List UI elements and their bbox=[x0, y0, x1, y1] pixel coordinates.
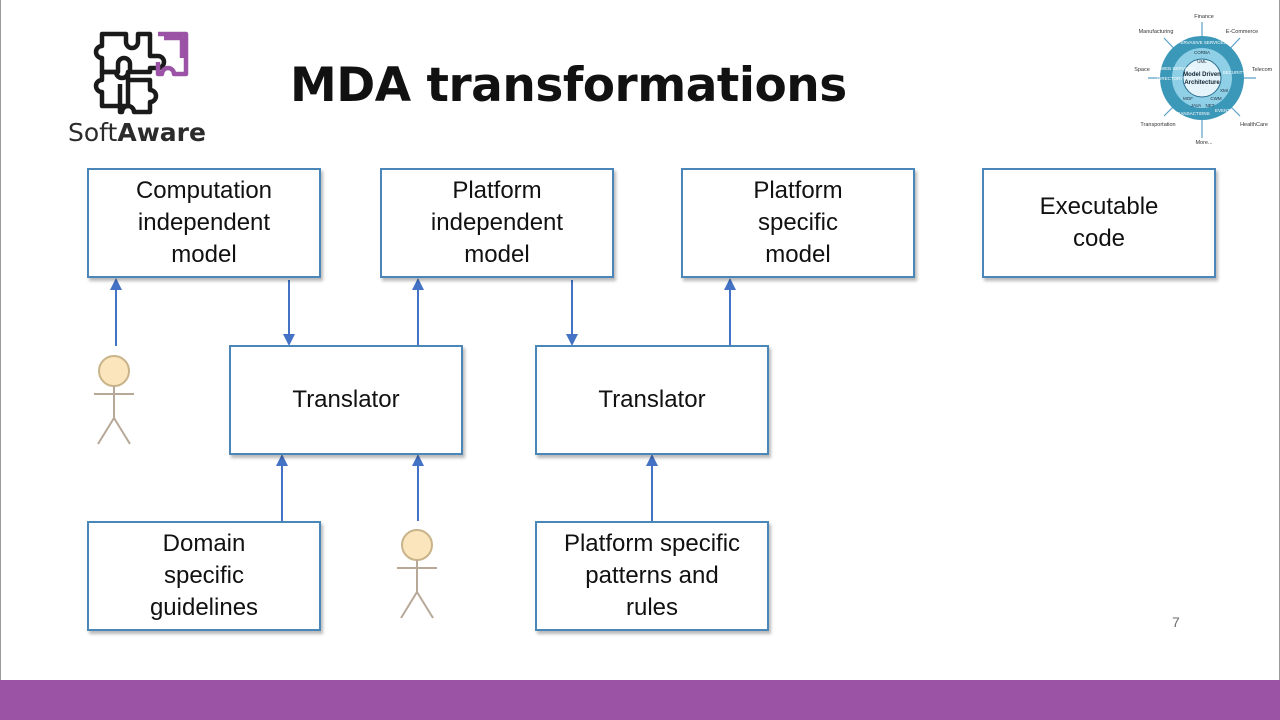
industry-label-1: Finance bbox=[1194, 14, 1214, 20]
badge-core bbox=[1182, 58, 1222, 98]
softaware-logo-icon bbox=[93, 31, 189, 115]
ring-label-13: EVENTS bbox=[1215, 108, 1233, 113]
platform-specific-model-box: Platform specific model bbox=[681, 168, 915, 278]
industry-label-2: E-Commerce bbox=[1226, 29, 1258, 35]
platform-specific-patterns-box: Platform specific patterns and rules bbox=[535, 521, 769, 631]
slide-border-left bbox=[0, 0, 1, 680]
industry-label-6: Transportation bbox=[1140, 122, 1175, 128]
wordmark-aware: Aware bbox=[117, 118, 206, 147]
industry-label-5: More... bbox=[1195, 140, 1213, 146]
puzzle-pieces-icon bbox=[93, 31, 189, 115]
page-title: MDA transformations bbox=[290, 58, 847, 113]
wordmark-soft: Soft bbox=[68, 118, 118, 147]
actor-2-icon bbox=[397, 529, 437, 619]
translator-2-box: Translator bbox=[535, 345, 769, 455]
ring-label-1: PERVASIVE SERVICES bbox=[1177, 40, 1226, 45]
industry-label-7: Space bbox=[1134, 67, 1150, 73]
translator-1-box: Translator bbox=[229, 345, 463, 455]
actor-1-icon bbox=[94, 355, 134, 445]
page-number: 7 bbox=[1172, 614, 1180, 630]
mda-architecture-badge: Model Driven Architecture PERVASIVE SERV… bbox=[1134, 14, 1273, 146]
ring-label-8: NET bbox=[1206, 103, 1215, 108]
domain-specific-guidelines-box: Domain specific guidelines bbox=[87, 521, 321, 631]
ring-label-3: UML bbox=[1197, 59, 1207, 64]
computation-independent-model-box: Computation independent model bbox=[87, 168, 321, 278]
ring-label-11: SECURITY bbox=[1223, 70, 1246, 75]
ring-label-5: CWM bbox=[1210, 96, 1221, 101]
ring-label-10: DIRECTORY bbox=[1157, 76, 1183, 81]
ring-label-6: XMI bbox=[1220, 88, 1228, 93]
industry-label-4: HealthCare bbox=[1240, 122, 1268, 128]
ring-label-7: JAVA bbox=[1191, 103, 1202, 108]
footer-bar bbox=[0, 680, 1280, 720]
ring-label-2: CORBA bbox=[1194, 50, 1210, 55]
executable-code-box: Executable code bbox=[982, 168, 1216, 278]
badge-center-line1: Model Driven bbox=[1183, 72, 1221, 78]
softaware-wordmark: SoftAware bbox=[68, 118, 206, 147]
industry-label-3: Telecom bbox=[1252, 67, 1273, 73]
platform-independent-model-box: Platform independent model bbox=[380, 168, 614, 278]
ring-label-4: MOF bbox=[1183, 96, 1193, 101]
industry-label-8: Manufacturing bbox=[1139, 29, 1174, 35]
ring-label-9: WEB SERVICES bbox=[1161, 66, 1195, 71]
ring-label-12: TRANSACTIONS bbox=[1174, 111, 1209, 116]
badge-center-line2: Architecture bbox=[1184, 80, 1220, 86]
